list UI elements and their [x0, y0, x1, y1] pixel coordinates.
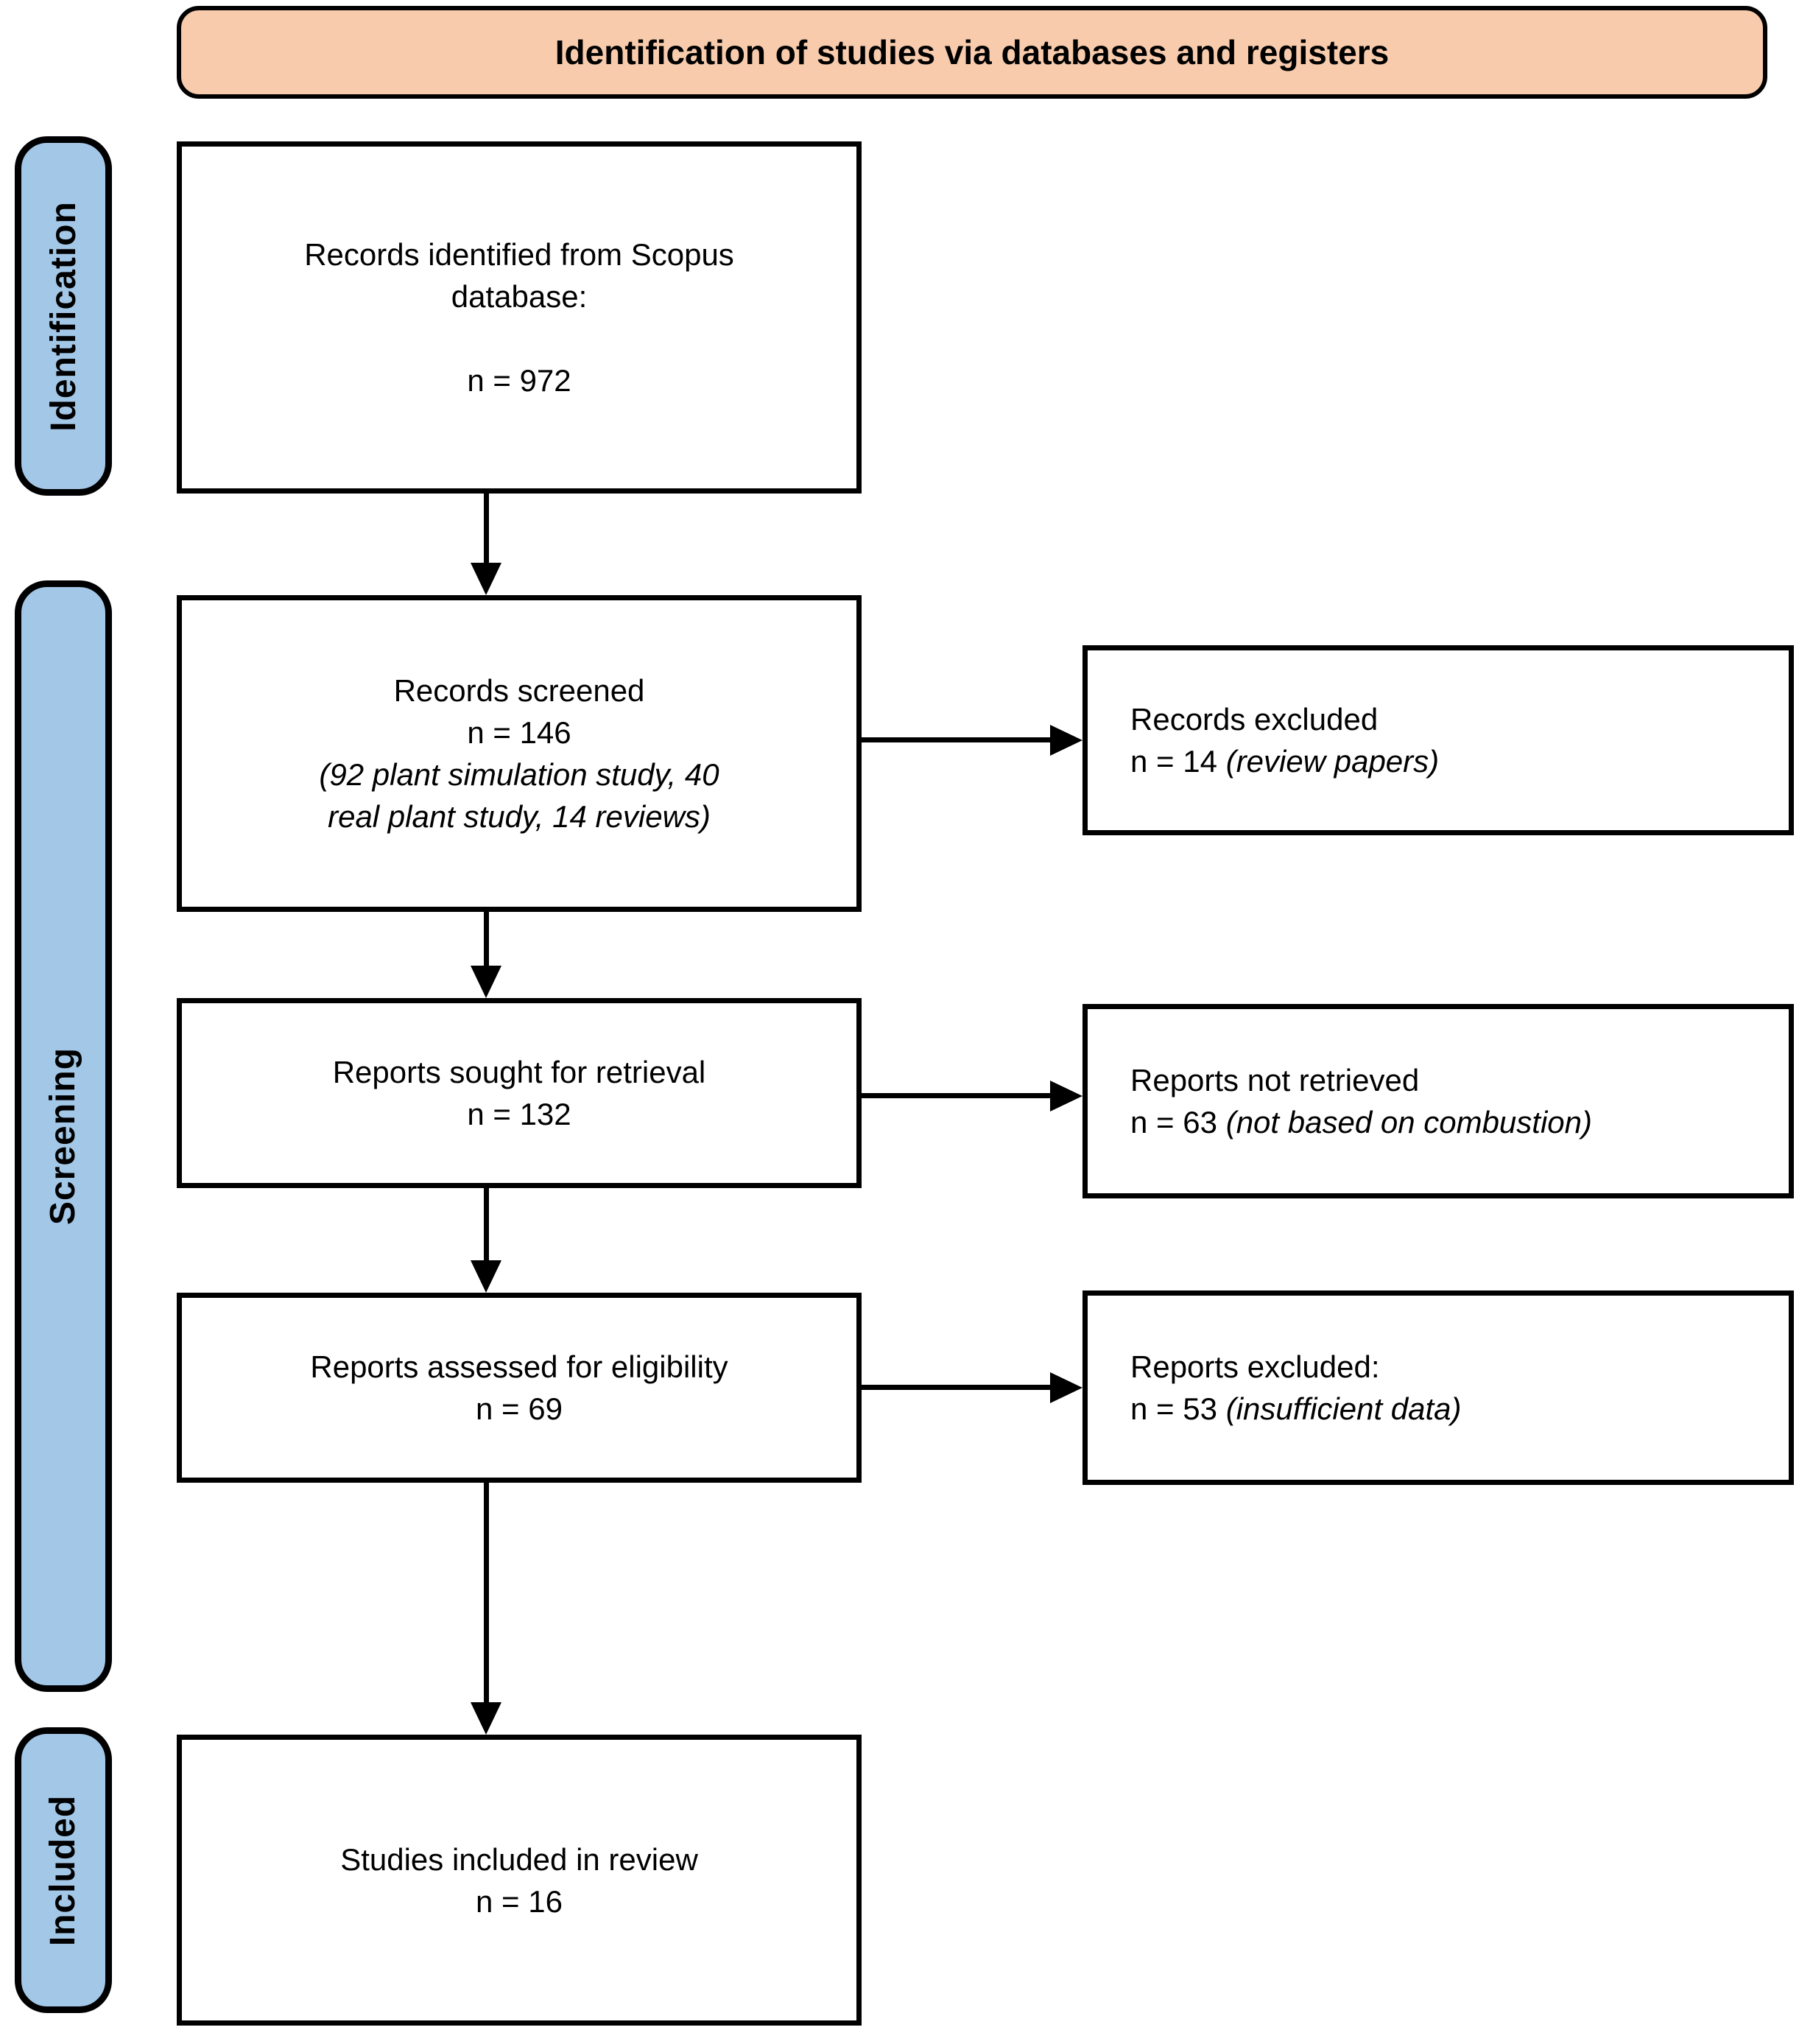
box-records-identified: Records identified from Scopus database:… [177, 141, 862, 494]
studies-included-line1: Studies included in review [340, 1841, 698, 1877]
arrow-line [862, 1385, 1053, 1390]
records-identified-line2: database: [451, 279, 588, 314]
box-reports-excluded: Reports excluded: n = 53(insufficient da… [1082, 1290, 1794, 1485]
reports-assessed-line1: Reports assessed for eligibility [310, 1349, 728, 1384]
arrow-line [484, 912, 489, 970]
arrowhead-down-icon [471, 1260, 501, 1293]
reports-sought-line1: Reports sought for retrieval [332, 1055, 706, 1089]
reports-assessed-count: n = 69 [476, 1391, 563, 1426]
records-excluded-title: Records excluded [1130, 702, 1379, 737]
arrowhead-down-icon [471, 966, 501, 998]
arrow-line [862, 1093, 1053, 1098]
box-reports-not-retrieved: Reports not retrieved n = 63(not based o… [1082, 1004, 1794, 1198]
arrow-line [862, 737, 1053, 742]
reports-excluded-title: Reports excluded: [1130, 1349, 1380, 1384]
reports-excluded-line2: n = 53(insufficient data) [1130, 1388, 1462, 1430]
reports-sought-count: n = 132 [467, 1097, 571, 1131]
reports-not-retrieved-title: Reports not retrieved [1130, 1063, 1420, 1097]
stage-label-identification: Identification [15, 136, 112, 496]
records-excluded-reason: (review papers) [1225, 744, 1440, 779]
arrow-line [484, 494, 489, 567]
records-excluded-count: n = 14 [1130, 744, 1217, 779]
records-identified-line1: Records identified from Scopus [304, 237, 734, 272]
arrowhead-down-icon [471, 563, 501, 595]
stage-label-included-text: Included [43, 1794, 83, 1946]
box-studies-included: Studies included in review n = 16 [177, 1735, 862, 2026]
stage-label-screening-text: Screening [43, 1047, 83, 1226]
studies-included-count: n = 16 [476, 1883, 563, 1919]
reports-excluded-count: n = 53 [1130, 1391, 1217, 1426]
records-screened-detail1: (92 plant simulation study, 40 [319, 757, 719, 792]
arrow-line [484, 1483, 489, 1705]
records-identified-count: n = 972 [467, 363, 571, 398]
arrowhead-right-icon [1050, 1081, 1082, 1111]
stage-label-included: Included [15, 1727, 112, 2013]
stage-label-screening: Screening [15, 580, 112, 1692]
arrow-line [484, 1188, 489, 1263]
records-screened-count: n = 146 [467, 715, 571, 750]
reports-not-retrieved-line2: n = 63(not based on combustion) [1130, 1101, 1592, 1143]
records-excluded-line2: n = 14(review papers) [1130, 740, 1439, 782]
reports-not-retrieved-reason: (not based on combustion) [1225, 1105, 1592, 1139]
arrowhead-right-icon [1050, 725, 1082, 756]
arrowhead-right-icon [1050, 1372, 1082, 1403]
arrowhead-down-icon [471, 1702, 501, 1735]
stage-label-identification-text: Identification [43, 200, 83, 432]
records-screened-detail2: real plant study, 14 reviews) [328, 799, 711, 834]
box-records-screened: Records screened n = 146 (92 plant simul… [177, 595, 862, 912]
records-screened-line1: Records screened [393, 673, 645, 708]
reports-excluded-reason: (insufficient data) [1225, 1391, 1462, 1426]
box-reports-assessed: Reports assessed for eligibility n = 69 [177, 1293, 862, 1483]
box-records-excluded: Records excluded n = 14(review papers) [1082, 645, 1794, 835]
diagram-header-title: Identification of studies via databases … [555, 33, 1390, 71]
reports-not-retrieved-count: n = 63 [1130, 1105, 1217, 1139]
diagram-header: Identification of studies via databases … [177, 6, 1767, 99]
box-reports-sought: Reports sought for retrieval n = 132 [177, 998, 862, 1188]
